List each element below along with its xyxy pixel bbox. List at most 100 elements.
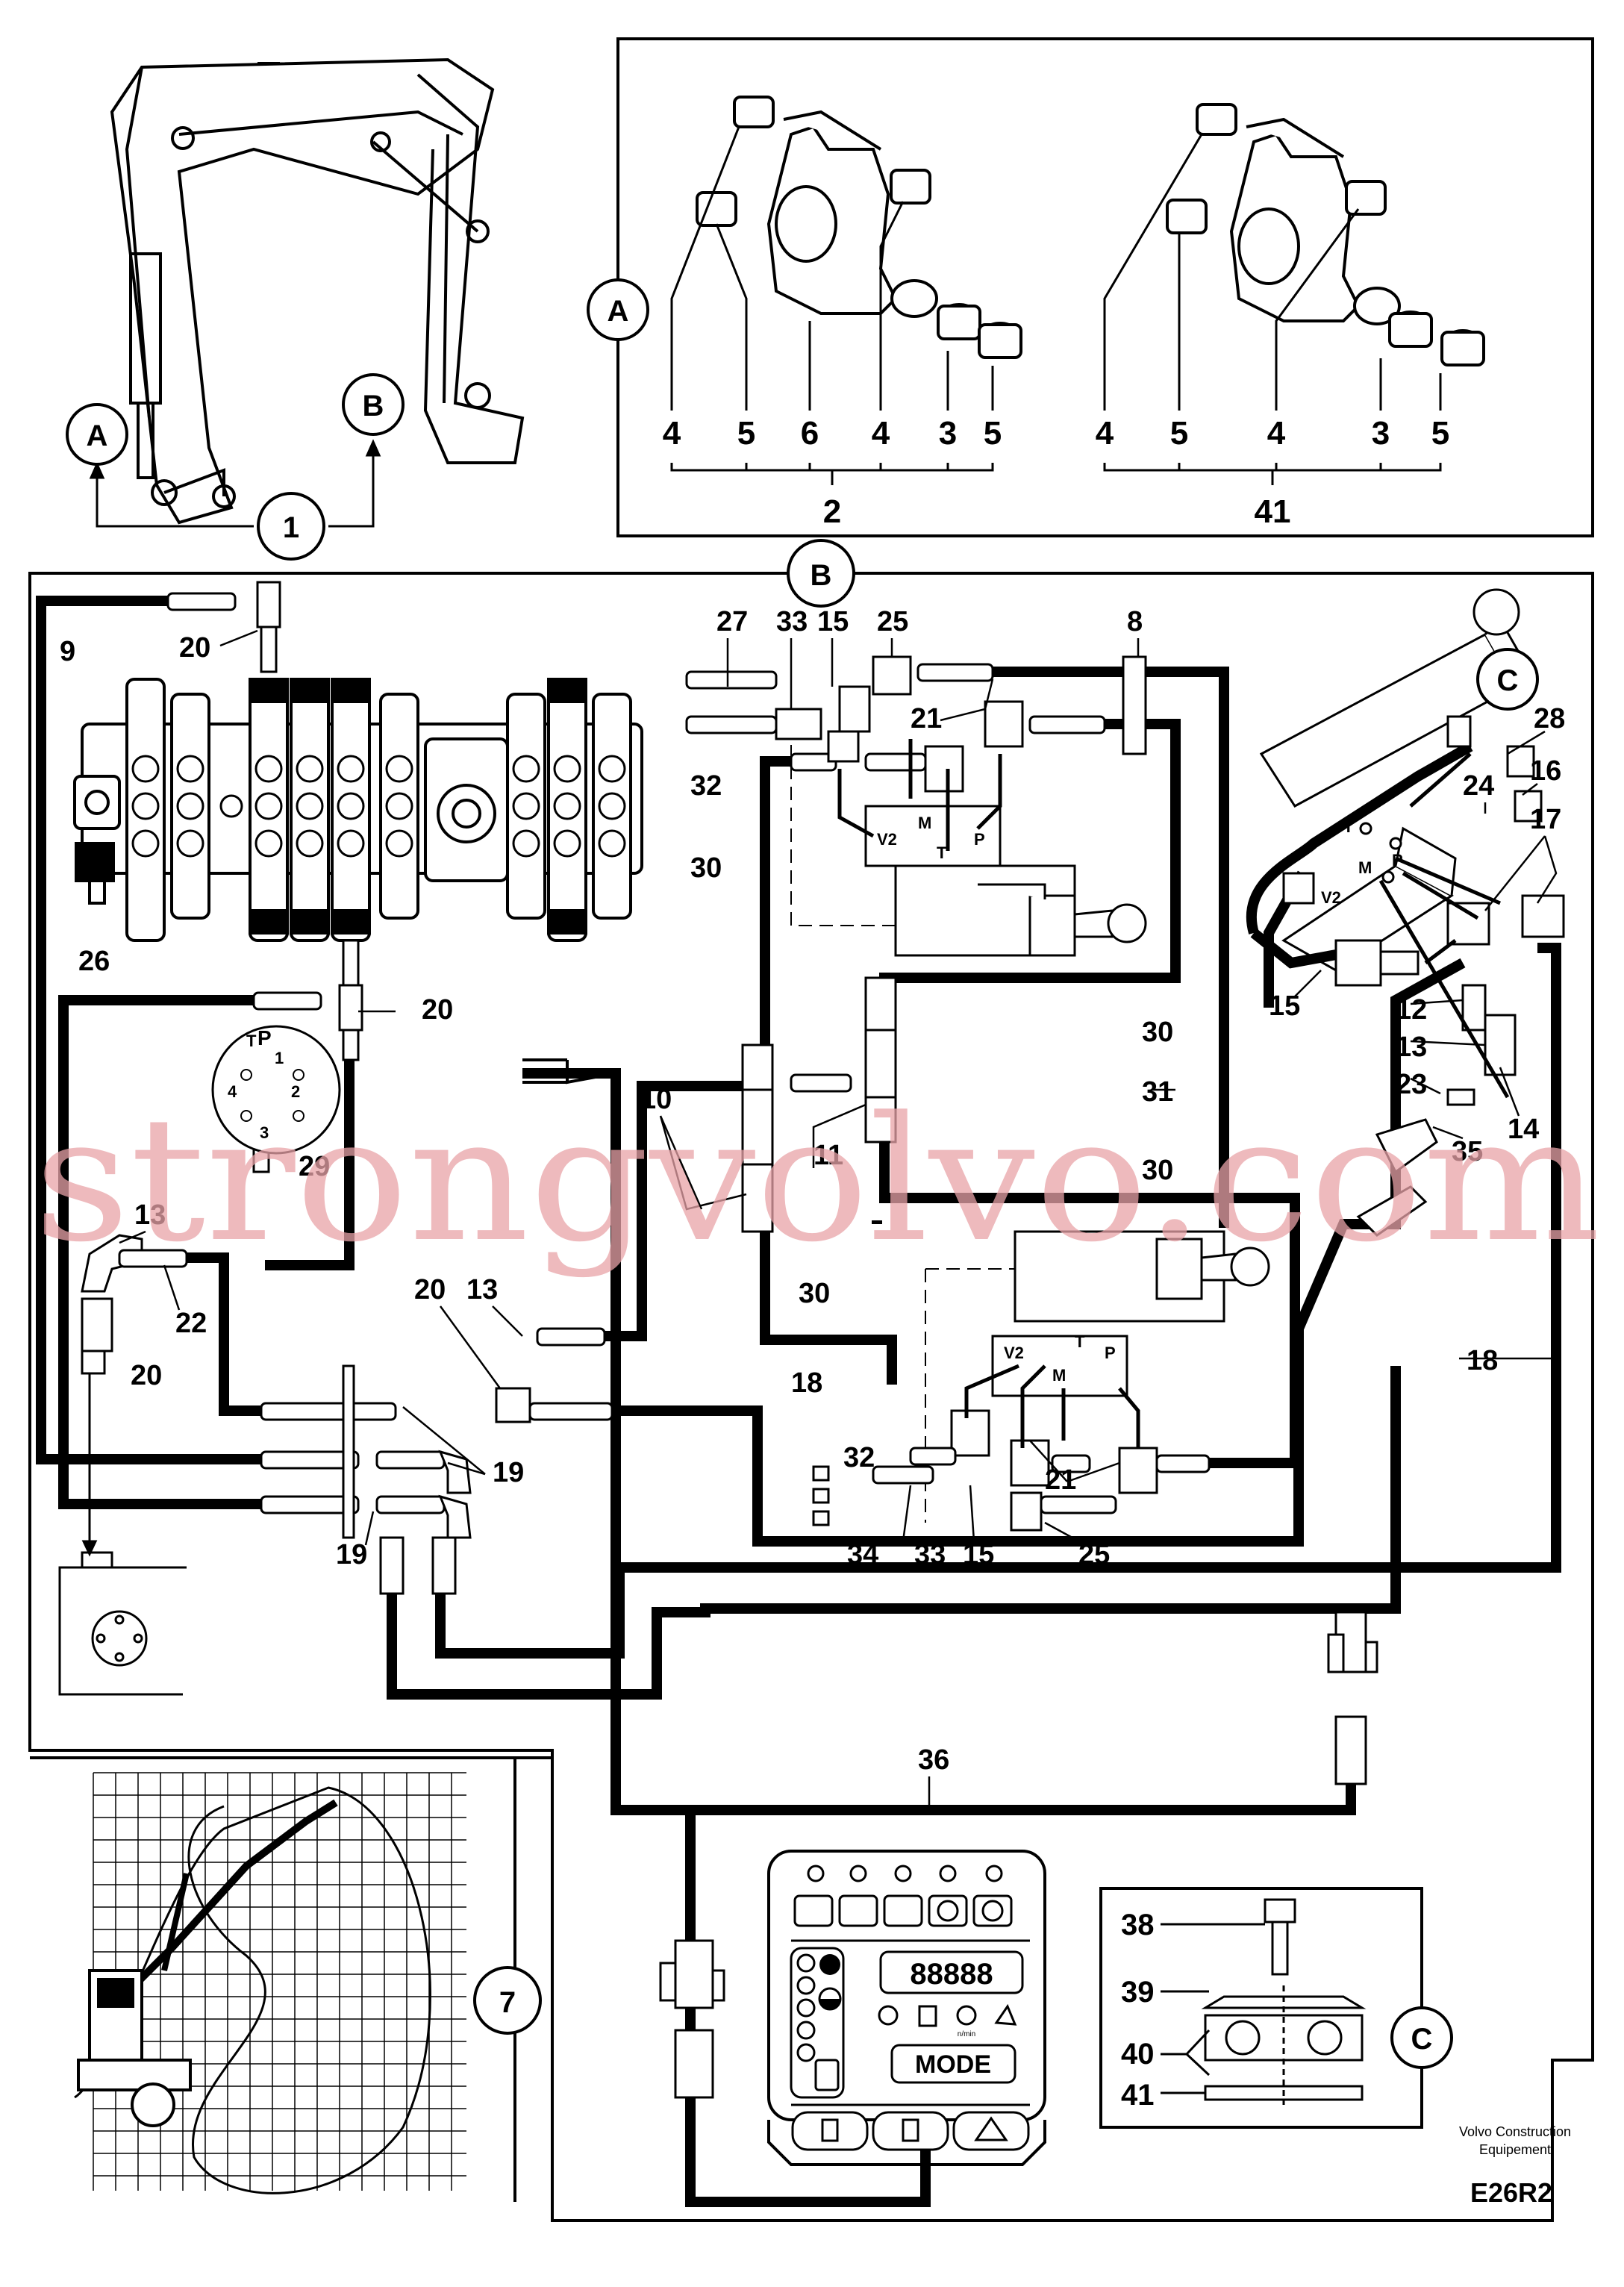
link-bracket-kit-2 [696, 96, 1022, 359]
pilot-arrows [837, 739, 1140, 1448]
instrument-panel: 88888 n/min MODE [767, 1850, 1046, 2166]
svg-text:28: 28 [1534, 703, 1565, 734]
svg-text:V2: V2 [1004, 1344, 1024, 1362]
svg-text:20: 20 [422, 994, 453, 1026]
svg-text:1: 1 [283, 511, 299, 544]
svg-text:14: 14 [1508, 1114, 1539, 1145]
callout-arrows-1 [89, 439, 381, 528]
svg-text:40: 40 [1121, 2038, 1155, 2071]
svg-text:C: C [1411, 2023, 1433, 2056]
svg-text:31: 31 [1142, 1076, 1173, 1108]
warning-icons-row [793, 1894, 1013, 1927]
detail-c-leaders [1161, 1923, 1265, 2094]
svg-text:13: 13 [1396, 1032, 1427, 1063]
svg-text:MODE: MODE [915, 2050, 991, 2079]
svg-text:C: C [1497, 664, 1519, 697]
working-range-chart [30, 1756, 552, 2202]
kit-41-leaders [1103, 134, 1442, 485]
svg-text:26: 26 [78, 946, 110, 977]
svg-text:41: 41 [1121, 2079, 1155, 2112]
svg-text:Volvo Construction: Volvo Construction [1459, 2124, 1571, 2139]
svg-text:P: P [257, 1026, 272, 1049]
link-bracket-kit-41 [1166, 103, 1485, 366]
svg-text:5: 5 [737, 415, 755, 452]
svg-text:8: 8 [1127, 606, 1143, 637]
svg-text:3: 3 [260, 1123, 269, 1142]
svg-text:V2: V2 [1321, 888, 1341, 907]
svg-text:15: 15 [963, 1539, 994, 1570]
svg-text:19: 19 [336, 1539, 367, 1570]
svg-text:33: 33 [914, 1539, 946, 1570]
svg-text:32: 32 [690, 770, 722, 802]
callout-b-main: B [787, 539, 855, 608]
svg-text:38: 38 [1121, 1909, 1155, 1941]
part-number-labels: 9 20 26 20 29 13 22 20 19 19 20 13 10 11… [60, 606, 1565, 1776]
mode-button [890, 2044, 1016, 2084]
svg-text:Equipement: Equipement [1479, 2142, 1551, 2157]
svg-text:32: 32 [843, 1442, 875, 1473]
svg-text:30: 30 [690, 852, 722, 884]
svg-text:34: 34 [847, 1539, 878, 1570]
callout-c-detail: C [1390, 2006, 1453, 2069]
svg-text:15: 15 [817, 606, 849, 637]
cylinder-valve-assembly [1246, 588, 1565, 987]
valve-ports-upper: V2 M T P [877, 814, 985, 862]
label-leaders [119, 629, 1558, 1810]
svg-text:24: 24 [1463, 770, 1494, 802]
svg-text:18: 18 [1467, 1345, 1498, 1376]
svg-text:39: 39 [1121, 1976, 1155, 2009]
footer-block: Volvo Construction Equipement E26R2 [1459, 2124, 1571, 2208]
kit-41-part-numbers: 4 5 4 3 5 41 [1096, 415, 1449, 530]
svg-text:30: 30 [1142, 1155, 1173, 1186]
svg-text:A: A [608, 295, 629, 328]
svg-text:n/min: n/min [958, 2030, 975, 2038]
svg-text:M: M [1358, 858, 1372, 877]
svg-text:30: 30 [799, 1278, 830, 1309]
pressure-gauge-dial: P T 1 2 3 4 [211, 1025, 341, 1155]
svg-text:30: 30 [1142, 1017, 1173, 1048]
load-holding-valve-lower [991, 1230, 1270, 1397]
svg-text:V2: V2 [877, 830, 897, 849]
svg-text:P: P [974, 830, 985, 849]
c-pilot-arrows [1378, 752, 1510, 1099]
svg-text:T: T [1075, 1332, 1085, 1351]
hour-meter-digits: 88888 [910, 1958, 993, 1991]
callout-c-main: C [1476, 648, 1539, 711]
svg-text:4: 4 [663, 415, 681, 452]
svg-text:25: 25 [877, 606, 908, 637]
svg-text:M: M [1052, 1366, 1066, 1385]
svg-text:13: 13 [134, 1199, 166, 1231]
svg-text:B: B [363, 390, 384, 422]
svg-text:4: 4 [228, 1082, 237, 1101]
kit-2-leaders [670, 126, 994, 485]
hydraulic-tank [58, 1373, 187, 1696]
svg-text:35: 35 [1452, 1136, 1483, 1167]
svg-text:27: 27 [716, 606, 748, 637]
svg-text:20: 20 [131, 1360, 162, 1391]
svg-text:4: 4 [1267, 415, 1286, 452]
callout-a-top: A [66, 403, 128, 466]
svg-text:6: 6 [801, 415, 819, 452]
load-holding-valve-upper [864, 805, 1147, 957]
detail-c-labels: 38 39 40 41 [1121, 1909, 1155, 2112]
svg-text:17: 17 [1530, 804, 1561, 835]
svg-text:2: 2 [291, 1082, 300, 1101]
svg-text:T: T [937, 843, 947, 862]
figure-code: E26R2 [1470, 2177, 1552, 2208]
svg-text:20: 20 [179, 632, 210, 664]
svg-text:12: 12 [1396, 994, 1427, 1026]
svg-text:29: 29 [299, 1151, 330, 1182]
kit-41-number: 41 [1255, 493, 1291, 530]
bulkhead-plate [342, 1364, 355, 1539]
svg-text:4: 4 [872, 415, 890, 452]
svg-text:10: 10 [640, 1084, 672, 1115]
hose-fittings [81, 581, 1517, 1595]
boom-arm-illustration [110, 57, 525, 525]
svg-text:16: 16 [1530, 755, 1561, 787]
clamp-assembly [1201, 1898, 1367, 2105]
svg-text:33: 33 [776, 606, 808, 637]
svg-text:36: 36 [918, 1744, 949, 1776]
detail-b-frame [28, 572, 1594, 2222]
svg-text:A: A [87, 419, 108, 452]
svg-text:P: P [1105, 1344, 1116, 1362]
